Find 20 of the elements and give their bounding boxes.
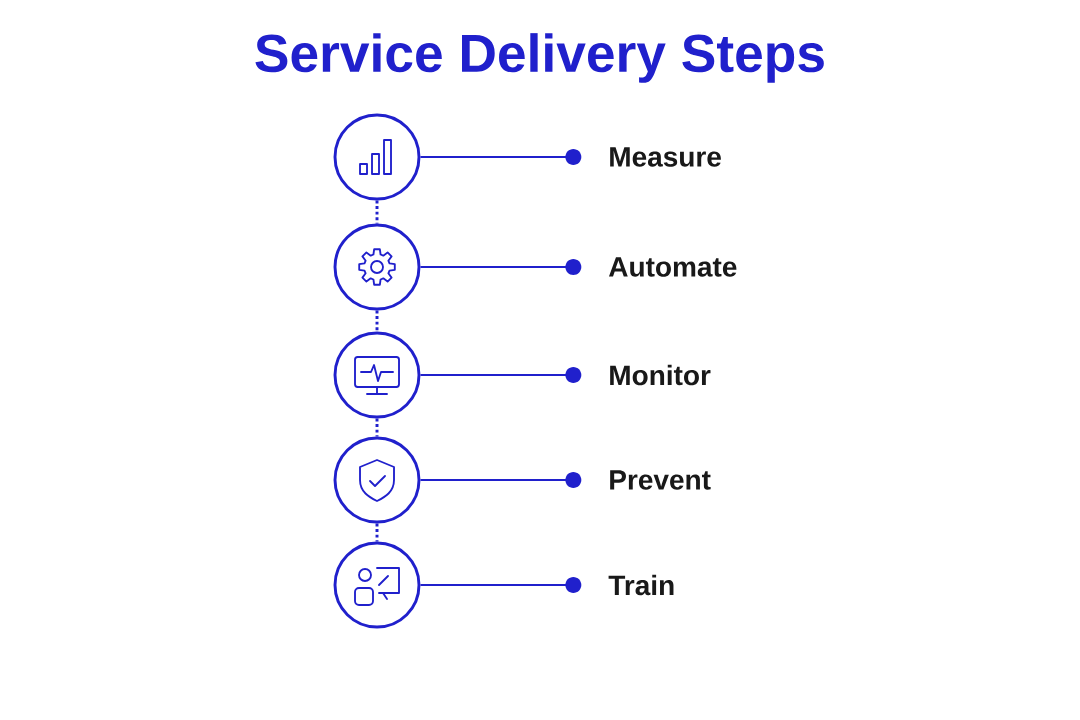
dotted-line xyxy=(375,310,379,332)
dotted-line xyxy=(375,200,379,224)
dotted-line xyxy=(375,523,379,542)
dot-line xyxy=(420,577,582,593)
step-label: Automate xyxy=(608,257,737,277)
dot-line xyxy=(420,259,582,275)
step-label: Train xyxy=(608,574,674,596)
dot-line xyxy=(420,367,582,383)
step-label: Prevent xyxy=(610,470,711,490)
step-circle xyxy=(333,436,421,524)
step-label: Monitor xyxy=(610,364,711,386)
step-circle xyxy=(333,223,421,311)
step-circle xyxy=(333,541,421,629)
step-label: Measure xyxy=(610,147,721,167)
dot-line xyxy=(420,149,582,165)
title: Service Delivery Steps xyxy=(255,33,824,83)
step-circle xyxy=(333,113,421,201)
dot-line xyxy=(420,472,582,488)
step-circle xyxy=(333,331,421,419)
dotted-line xyxy=(375,418,379,437)
